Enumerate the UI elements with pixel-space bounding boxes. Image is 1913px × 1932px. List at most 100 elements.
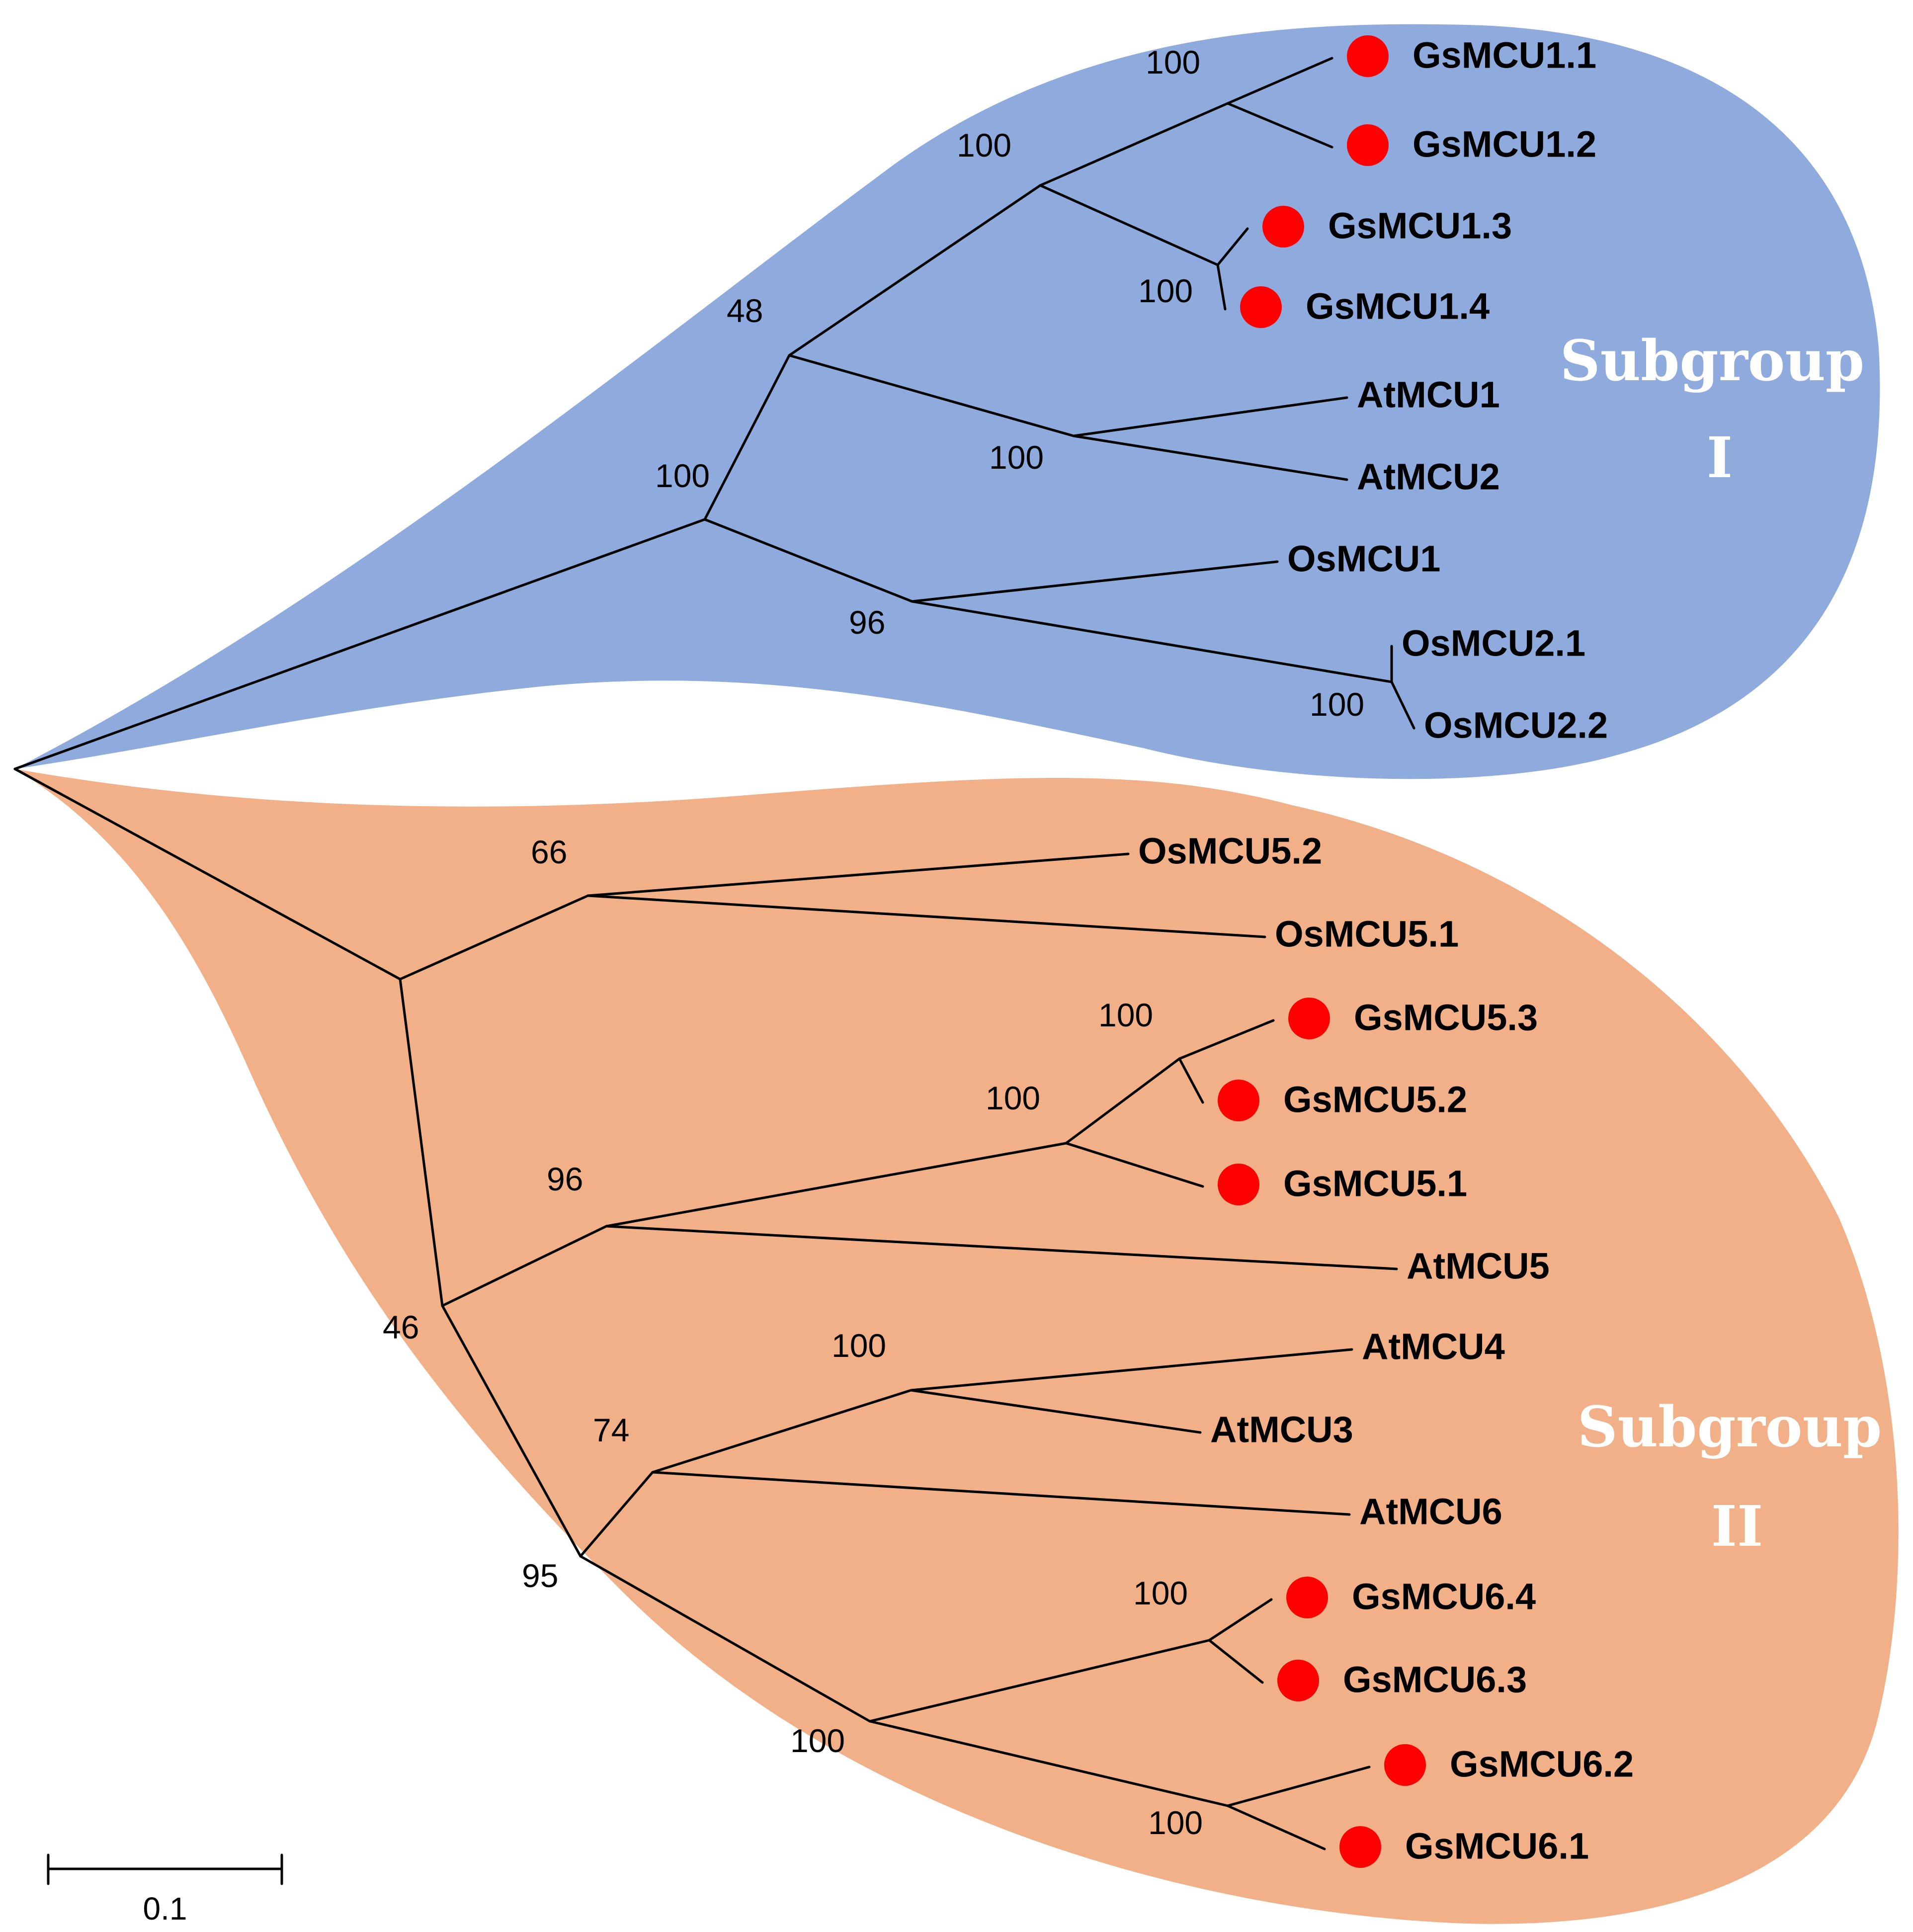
bootstrap-n1_at: 100 [989, 439, 1044, 476]
bootstrap-values: 100 48 100 100 100 100 96 100 66 46 96 100 100 95 74 10… [383, 44, 1364, 1841]
bootstrap-n1_gs34: 100 [1138, 272, 1193, 309]
branch-leaf-GsMCU1.4 [1216, 263, 1227, 311]
branch-n1_gs12 [1039, 102, 1229, 187]
branch-n2_a [399, 978, 444, 1307]
subgroup-1-label: Subgroup [1560, 329, 1864, 394]
branch-n2_g6 [579, 1555, 871, 1723]
leaf-label-GsMCU6.4: GsMCU6.4 [1352, 1576, 1536, 1617]
bootstrap-n2_b: 95 [522, 1557, 558, 1594]
branch-n2_os5 [399, 894, 589, 981]
branch-leaf-GsMCU6.3 [1208, 1639, 1264, 1684]
bootstrap-n2_a: 46 [383, 1309, 419, 1345]
branch-n1_at [788, 354, 1075, 437]
branch-n1_os2 [911, 600, 1393, 683]
branch-leaf-OsMCU1 [911, 560, 1279, 603]
branch-n1_root [13, 518, 706, 770]
bootstrap-n2_at346: 74 [593, 1412, 629, 1448]
bootstrap-n1_os: 96 [849, 604, 885, 641]
leaf-label-AtMCU1: AtMCU1 [1357, 374, 1500, 416]
leaf-label-GsMCU1.4: GsMCU1.4 [1306, 286, 1490, 327]
leaf-label-AtMCU5: AtMCU5 [1407, 1246, 1550, 1287]
bootstrap-n1_gs: 100 [957, 127, 1011, 164]
subgroup-2-background [15, 769, 1899, 1924]
leaf-label-OsMCU5.2: OsMCU5.2 [1138, 831, 1322, 872]
marker-dot-GsMCU6.3 [1277, 1660, 1319, 1701]
branch-leaf-GsMCU6.2 [1226, 1765, 1371, 1807]
leaf-label-AtMCU3: AtMCU3 [1210, 1409, 1353, 1450]
branch-leaf-GsMCU1.1 [1226, 57, 1333, 105]
bootstrap-n2_g532: 100 [1098, 997, 1153, 1033]
bootstrap-n1_gs12: 100 [1146, 44, 1200, 81]
bootstrap-n1_root: 100 [655, 457, 710, 494]
marker-dot-GsMCU5.2 [1218, 1080, 1259, 1121]
branch-n2_at346 [579, 1471, 654, 1558]
leaf-label-GsMCU1.3: GsMCU1.3 [1328, 205, 1512, 247]
branch-leaf-GsMCU5.3 [1178, 1019, 1275, 1060]
leaf-label-GsMCU1.1: GsMCU1.1 [1413, 35, 1596, 76]
leaf-labels: GsMCU1.1GsMCU1.2GsMCU1.3GsMCU1.4AtMCU1At… [1138, 35, 1634, 1867]
branch-leaf-OsMCU5.1 [586, 894, 1266, 938]
branch-n2_g643 [868, 1639, 1211, 1723]
branch-leaf-AtMCU6 [651, 1471, 1351, 1516]
bootstrap-n2_g5_at5: 96 [547, 1161, 583, 1197]
subgroup-1-numeral: I [1707, 425, 1733, 491]
branch-n1_gs34 [1039, 184, 1219, 266]
branch-n2_at34 [651, 1389, 913, 1474]
branch-leaf-OsMCU5.2 [586, 852, 1130, 897]
branch-leaf-OsMCU2.2 [1390, 680, 1415, 730]
marker-dot-GsMCU5.1 [1218, 1164, 1259, 1205]
subgroup-2-label: Subgroup [1578, 1395, 1882, 1460]
subgroup-2-numeral: II [1711, 1494, 1763, 1559]
branch-n2_g5 [605, 1142, 1068, 1228]
leaf-markers [1218, 35, 1426, 1868]
branch-leaf-GsMCU6.1 [1226, 1804, 1326, 1850]
marker-dot-GsMCU6.1 [1339, 1826, 1381, 1868]
bootstrap-n2_os5: 66 [531, 834, 567, 870]
leaf-label-AtMCU6: AtMCU6 [1359, 1491, 1502, 1532]
branch-n2_b [441, 1304, 582, 1558]
branch-n1_gs_at [703, 354, 791, 521]
bootstrap-n1_os2: 100 [1310, 686, 1364, 723]
leaf-label-GsMCU6.3: GsMCU6.3 [1343, 1659, 1527, 1700]
leaf-label-OsMCU2.2: OsMCU2.2 [1424, 705, 1608, 746]
leaf-label-OsMCU5.1: OsMCU5.1 [1275, 914, 1459, 955]
leaf-label-GsMCU5.3: GsMCU5.3 [1354, 997, 1538, 1038]
subgroup-1-background [15, 24, 1880, 779]
branch-leaf-AtMCU2 [1072, 434, 1348, 481]
marker-dot-GsMCU6.2 [1384, 1744, 1426, 1786]
bootstrap-n1_gs_at: 48 [727, 292, 763, 329]
branch-n2_root [13, 767, 402, 981]
branch-leaf-GsMCU1.3 [1216, 227, 1249, 266]
leaf-label-OsMCU1: OsMCU1 [1287, 538, 1440, 580]
leaf-label-GsMCU1.2: GsMCU1.2 [1413, 124, 1596, 165]
branch-leaf-GsMCU5.1 [1065, 1142, 1204, 1188]
bootstrap-n2_g6: 100 [790, 1722, 845, 1759]
scale-bar-label: 0.1 [143, 1891, 187, 1927]
leaf-label-AtMCU4: AtMCU4 [1362, 1326, 1505, 1367]
marker-dot-GsMCU1.1 [1347, 35, 1389, 77]
leaf-label-GsMCU6.2: GsMCU6.2 [1450, 1744, 1634, 1785]
leaf-label-GsMCU5.2: GsMCU5.2 [1283, 1079, 1467, 1120]
branch-leaf-AtMCU1 [1072, 396, 1348, 437]
marker-dot-GsMCU1.4 [1240, 286, 1282, 328]
branch-n2_g532 [1065, 1057, 1181, 1145]
leaf-label-GsMCU5.1: GsMCU5.1 [1283, 1163, 1467, 1204]
tree-branches [13, 57, 1415, 1850]
leaf-label-AtMCU2: AtMCU2 [1357, 456, 1500, 498]
bootstrap-n2_at34: 100 [832, 1327, 886, 1364]
bootstrap-n2_g5: 100 [986, 1080, 1040, 1116]
branch-n2_g621 [868, 1720, 1229, 1807]
branch-leaf-AtMCU3 [910, 1389, 1202, 1434]
branch-leaf-GsMCU1.2 [1226, 102, 1333, 149]
leaf-label-OsMCU2.1: OsMCU2.1 [1402, 623, 1585, 664]
leaf-label-GsMCU6.1: GsMCU6.1 [1405, 1826, 1589, 1867]
marker-dot-GsMCU6.4 [1286, 1577, 1328, 1618]
marker-dot-GsMCU1.2 [1347, 124, 1389, 166]
branch-n2_g5_at5 [441, 1225, 608, 1307]
branch-leaf-GsMCU6.4 [1208, 1598, 1273, 1642]
branch-n1_gs [788, 184, 1042, 357]
bootstrap-n2_g643: 100 [1133, 1575, 1188, 1611]
marker-dot-GsMCU5.3 [1288, 998, 1330, 1039]
marker-dot-GsMCU1.3 [1262, 206, 1304, 248]
